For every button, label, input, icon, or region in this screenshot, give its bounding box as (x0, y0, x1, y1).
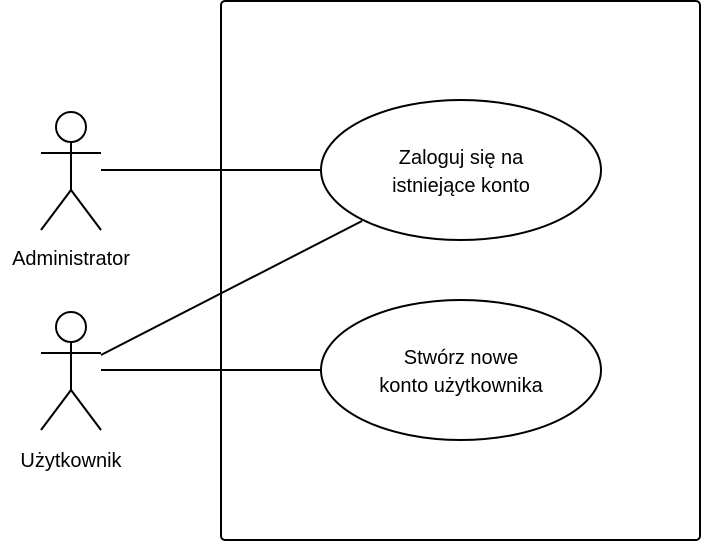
use-case-create-account[interactable]: Stwórz nowe konto użytkownika (320, 299, 602, 441)
system-boundary (220, 0, 701, 541)
association-uzytkownik-login (100, 220, 363, 356)
actor-uzytkownik-stick-figure-icon (40, 311, 102, 431)
use-case-login-line-1: Zaloguj się na (399, 147, 524, 169)
use-case-create-account-line-2: konto użytkownika (379, 375, 543, 397)
use-case-login[interactable]: Zaloguj się na istniejące konto (320, 99, 602, 241)
actor-administrator-stick-figure-icon (40, 111, 102, 231)
use-case-create-account-ellipse (320, 299, 602, 441)
actor-administrator-label: Administrator (12, 248, 130, 270)
actor-uzytkownik-label: Użytkownik (20, 450, 122, 472)
actor-uzytkownik[interactable]: Użytkownik (20, 311, 123, 472)
use-case-login-ellipse (320, 99, 602, 241)
actor-administrator[interactable]: Administrator (12, 111, 130, 270)
use-case-login-line-2: istniejące konto (392, 175, 530, 197)
use-case-create-account-line-1: Stwórz nowe (404, 347, 519, 369)
